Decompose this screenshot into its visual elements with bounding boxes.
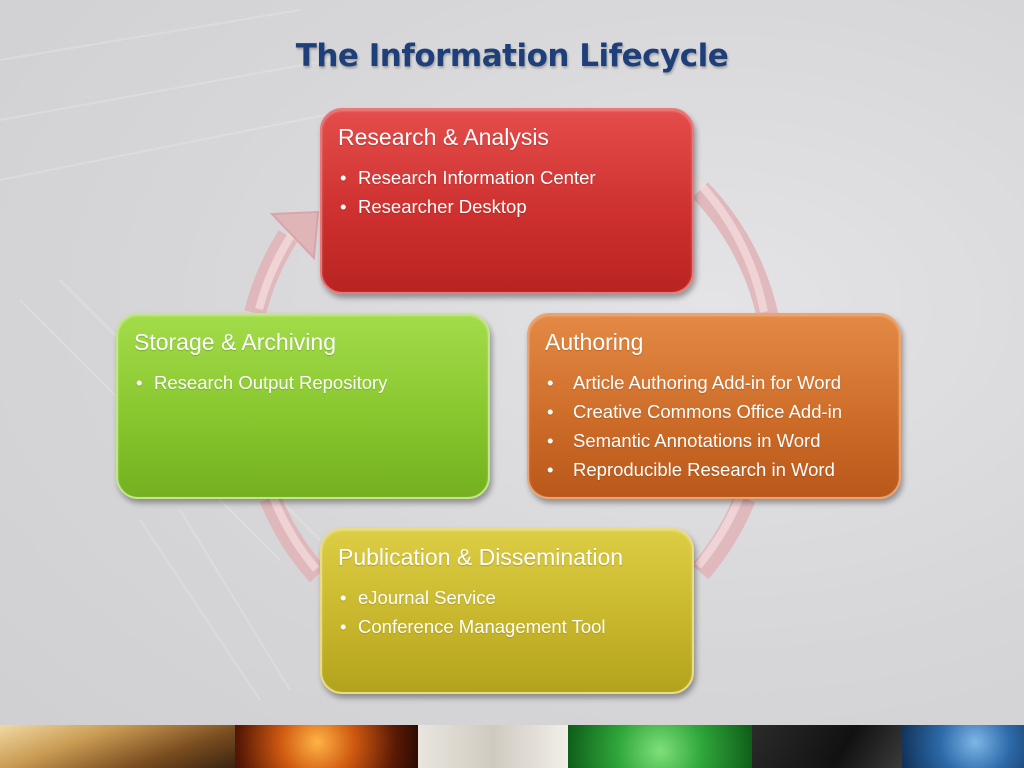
cycle-arrow-ring — [244, 181, 779, 583]
chalkboard-image — [752, 725, 902, 768]
stage-research-analysis: Research & Analysis •Research Informatio… — [320, 108, 694, 294]
stage-item-list: •Article Authoring Add-in for Word •Crea… — [545, 368, 883, 484]
cycle-arrowhead — [269, 210, 320, 261]
list-item: •Reproducible Research in Word — [547, 459, 835, 480]
list-item: •Research Output Repository — [136, 372, 388, 393]
stage-publication-dissemination: Publication & Dissemination •eJournal Se… — [320, 528, 694, 694]
list-item: •Researcher Desktop — [340, 196, 527, 217]
stage-item-list: •eJournal Service •Conference Management… — [338, 583, 676, 641]
stage-title: Research & Analysis — [338, 124, 549, 150]
list-item: •Creative Commons Office Add-in — [547, 401, 843, 422]
list-item: •eJournal Service — [340, 587, 496, 608]
cycle-arc-right-lower — [691, 493, 756, 580]
books-image — [0, 725, 235, 768]
globe-orange-image — [235, 725, 418, 768]
list-item: •Semantic Annotations in Word — [547, 430, 821, 451]
green-globe-image — [568, 725, 752, 768]
stage-title: Publication & Dissemination — [338, 544, 624, 570]
earth-globe-image — [902, 725, 1024, 768]
list-item: •Conference Management Tool — [340, 616, 606, 637]
footer-image-strip — [0, 725, 1024, 768]
list-item: •Research Information Center — [340, 167, 596, 188]
stage-storage-archiving: Storage & Archiving •Research Output Rep… — [116, 313, 490, 499]
stage-title: Storage & Archiving — [134, 329, 337, 355]
stage-item-list: •Research Output Repository — [134, 368, 472, 397]
paper-image — [418, 725, 568, 768]
stage-title: Authoring — [545, 329, 644, 355]
page-title: The Information Lifecycle — [295, 38, 729, 74]
stage-item-list: •Research Information Center •Researcher… — [338, 163, 676, 221]
stage-authoring: Authoring •Article Authoring Add-in for … — [527, 313, 901, 499]
list-item: •Article Authoring Add-in for Word — [547, 372, 842, 393]
